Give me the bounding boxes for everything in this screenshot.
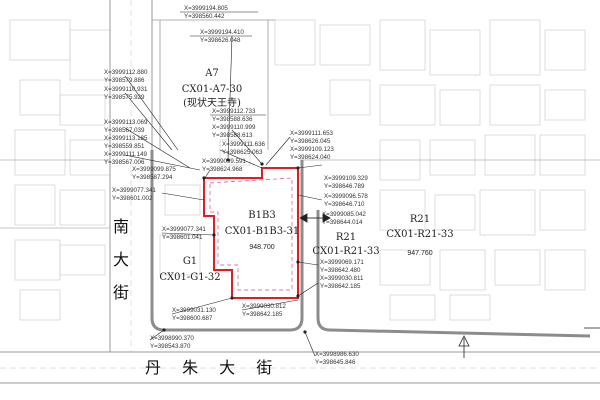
zone-r21a-id: CX01-R21-33 <box>312 246 379 257</box>
building-line <box>209 177 293 291</box>
zone-r21b-area: 947.760 <box>407 250 432 257</box>
coord-4-y: Y=398575.929 <box>104 94 145 101</box>
coord-11-x: X=3999109.123 <box>290 146 334 153</box>
zone-b1b3-area: 948.700 <box>249 244 274 251</box>
street-nan-char: 南 <box>113 217 129 236</box>
coord-5-x: X=3999112.733 <box>212 108 256 115</box>
coord-5-y: Y=398588.636 <box>212 116 253 123</box>
zone-b1b3-code: B1B3 <box>248 210 275 221</box>
coord-25-x: X=3998986.630 <box>315 351 359 358</box>
zone-b1b3-id: CX01-B1B3-31 <box>225 226 299 237</box>
street-south-main: 丹 朱 大 街 <box>145 358 280 377</box>
coord-4-x: X=3999110.931 <box>104 86 148 93</box>
zone-labels: A7 CX01-A7-30 (现状天王寺) B1B3 CX01-B1B3-31 … <box>159 68 453 283</box>
coord-12-x: X=3999111.636 <box>222 141 266 148</box>
zone-g1-code: G1 <box>183 256 197 267</box>
direction-arrows <box>299 213 600 358</box>
coord-17-y: Y=398601.002 <box>112 195 153 202</box>
coord-7-x: X=3999113.069 <box>104 119 148 126</box>
zone-a7-note: (现状天王寺) <box>183 96 241 109</box>
coord-8-y: Y=398559.851 <box>104 143 145 150</box>
zone-a7-id: CX01-A7-30 <box>182 84 243 95</box>
coord-20-y: Y=398642.480 <box>320 267 361 274</box>
coord-2-x: X=3999194.410 <box>200 29 244 36</box>
street-jie-char: 街 <box>113 283 129 302</box>
coord-12-y: Y=398625.063 <box>222 149 263 156</box>
zone-r21a-code: R21 <box>336 232 356 243</box>
coord-1-y: Y=398560.442 <box>184 13 225 20</box>
street-da-char: 大 <box>113 250 129 269</box>
coord-19-x: X=3999077.341 <box>162 226 206 233</box>
coord-16-x: X=3999096.578 <box>324 193 368 200</box>
leader-lines <box>124 11 323 357</box>
coord-6-y: Y=398588.613 <box>212 132 253 139</box>
survey-points <box>162 158 307 334</box>
coord-22-x: X=3999031.130 <box>172 307 216 314</box>
coord-14-y: Y=398587.294 <box>132 174 173 181</box>
coord-18-y: Y=398644.014 <box>322 219 363 226</box>
coord-13-y: Y=398624.968 <box>202 166 243 173</box>
coord-21-x: X=3999030.811 <box>320 275 364 282</box>
coord-9-y: Y=398567.006 <box>104 159 145 166</box>
coord-24-x: X=3998990.370 <box>150 335 194 342</box>
coord-23-x: X=3999030.812 <box>242 303 286 310</box>
street-labels: 南 大 街 丹 朱 大 街 <box>113 217 280 377</box>
coord-22-y: Y=398600.687 <box>172 315 213 322</box>
coord-17-x: X=3999077.341 <box>112 187 156 194</box>
coord-20-x: X=3999069.171 <box>320 259 364 266</box>
coord-25-y: Y=398645.846 <box>315 359 356 366</box>
coord-19-y: Y=398601.041 <box>162 234 203 241</box>
coord-21-y: Y=398642.185 <box>320 283 361 290</box>
coord-3-x: X=3999112.880 <box>104 69 148 76</box>
coord-9-x: X=3999111.149 <box>104 151 148 158</box>
coord-24-y: Y=398543.870 <box>150 343 191 350</box>
coord-14-x: X=3999099.875 <box>132 166 176 173</box>
coord-18-x: X=3999085.042 <box>322 211 366 218</box>
block-outlines <box>150 150 591 338</box>
coord-10-y: Y=398626.045 <box>290 138 331 145</box>
coord-15-y: Y=398646.789 <box>324 183 365 190</box>
coord-6-x: X=3999110.999 <box>212 124 256 131</box>
coord-7-y: Y=398567.039 <box>104 127 145 134</box>
zone-g1-id: CX01-G1-32 <box>159 272 220 283</box>
coordinate-labels: X=3999194.805 Y=398560.442 X=3999194.410… <box>104 5 368 366</box>
coord-2-y: Y=398626.048 <box>200 37 241 44</box>
coord-15-x: X=3999109.329 <box>324 175 368 182</box>
coord-10-x: X=3999111.653 <box>290 130 334 137</box>
coord-23-y: Y=398642.185 <box>242 311 283 318</box>
coord-3-y: Y=398579.886 <box>104 77 145 84</box>
zone-r21b-id: CX01-R21-33 <box>386 229 453 240</box>
zone-a7-code: A7 <box>204 68 219 79</box>
coord-13-x: X=3999099.591 <box>202 158 246 165</box>
zone-r21b-code: R21 <box>410 214 430 225</box>
coord-8-x: X=3999113.185 <box>104 135 148 142</box>
background-parcels <box>9 19 586 321</box>
coord-1-x: X=3999194.805 <box>184 5 228 12</box>
coord-16-y: Y=398646.710 <box>324 201 365 208</box>
coord-11-y: Y=398624.040 <box>290 154 331 161</box>
